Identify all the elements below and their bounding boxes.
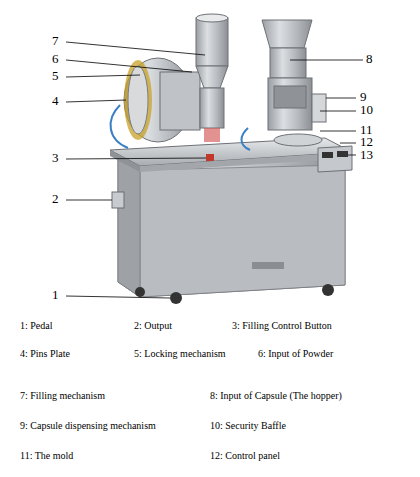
- callout-number: 5: [52, 69, 59, 83]
- callout-number: 3: [52, 151, 59, 165]
- legend-entry: 1: Pedal: [20, 320, 53, 331]
- legend-entry: 12: Control panel: [210, 450, 280, 461]
- callout-number: 10: [360, 103, 373, 117]
- callout-number: 7: [52, 34, 59, 48]
- legend-entry: 7: Filling mechanism: [20, 390, 105, 401]
- legend-entry: 4: Pins Plate: [20, 348, 70, 359]
- callout-number: 4: [52, 94, 59, 108]
- legend-entry: 10: Security Baffle: [210, 420, 286, 431]
- legend-entry: 2: Output: [134, 320, 172, 331]
- callout-number: 8: [366, 52, 373, 66]
- legend-entry: 11: The mold: [20, 450, 73, 461]
- callout-number: 1: [52, 288, 59, 302]
- legend-entry: 8: Input of Capsule (The hopper): [210, 390, 342, 401]
- callout-number: 13: [360, 148, 373, 162]
- legend-entry: 3: Filling Control Button: [232, 320, 332, 331]
- legend-entry: 9: Capsule dispensing mechanism: [20, 420, 156, 431]
- legend-entry: 6: Input of Powder: [258, 348, 333, 359]
- callout-number: 2: [52, 192, 59, 206]
- legend-entry: 5: Locking mechanism: [134, 348, 226, 359]
- callout-number: 6: [52, 52, 59, 66]
